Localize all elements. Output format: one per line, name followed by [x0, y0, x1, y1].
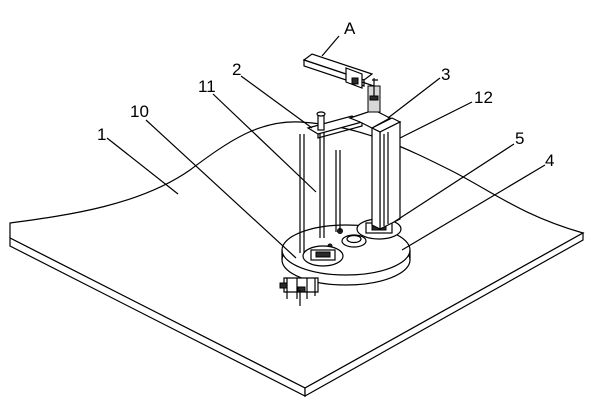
front-bracket [279, 277, 319, 306]
label-2: 2 [232, 60, 241, 79]
label-12: 12 [474, 88, 493, 107]
label-1: 1 [97, 125, 106, 144]
left-work-station [302, 245, 344, 267]
column-housing [370, 117, 402, 230]
arm-a [302, 53, 375, 96]
label-3: 3 [441, 65, 450, 84]
leader-lines [106, 35, 546, 259]
label-11: 11 [198, 77, 216, 96]
label-5: 5 [515, 129, 524, 148]
label-10: 10 [130, 102, 149, 121]
label-a: A [344, 19, 356, 38]
label-4: 4 [545, 151, 554, 170]
guide-rods [299, 128, 341, 253]
top-plate [306, 109, 392, 139]
labels: A 2 11 10 1 3 12 5 4 [97, 19, 554, 170]
